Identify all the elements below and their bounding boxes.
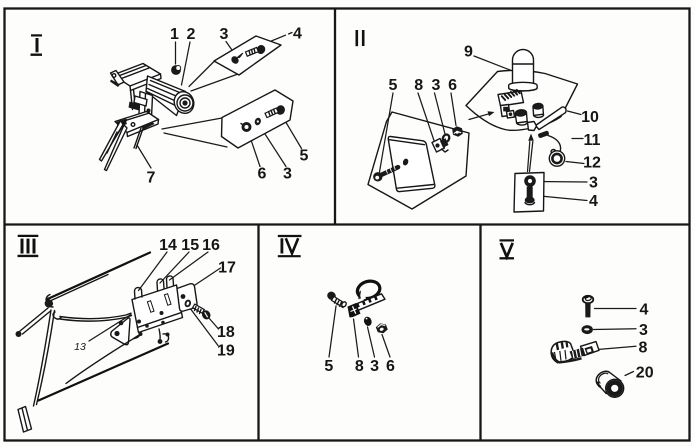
svg-text:5: 5 <box>389 77 398 94</box>
svg-text:18: 18 <box>217 324 235 341</box>
svg-text:6: 6 <box>258 166 267 183</box>
svg-text:3: 3 <box>432 77 441 94</box>
svg-text:17: 17 <box>218 260 236 277</box>
svg-text:5: 5 <box>324 358 333 375</box>
svg-text:19: 19 <box>217 343 235 360</box>
svg-text:4: 4 <box>293 26 302 43</box>
svg-text:11: 11 <box>584 132 601 149</box>
svg-text:8: 8 <box>639 340 648 357</box>
svg-text:4: 4 <box>589 193 598 210</box>
svg-text:3: 3 <box>283 166 292 183</box>
svg-text:13: 13 <box>74 341 86 353</box>
svg-text:16: 16 <box>202 237 220 254</box>
svg-text:8: 8 <box>355 358 364 375</box>
svg-text:2: 2 <box>187 26 196 43</box>
svg-text:14: 14 <box>159 237 177 254</box>
svg-text:3: 3 <box>220 26 229 43</box>
svg-text:5: 5 <box>300 148 309 165</box>
svg-text:9: 9 <box>464 44 473 61</box>
svg-text:12: 12 <box>583 155 601 172</box>
svg-text:4: 4 <box>640 302 649 319</box>
svg-text:3: 3 <box>589 175 598 192</box>
svg-text:1: 1 <box>170 26 179 43</box>
svg-text:3: 3 <box>639 322 648 339</box>
svg-text:10: 10 <box>581 109 599 126</box>
svg-text:6: 6 <box>386 358 395 375</box>
svg-text:8: 8 <box>414 77 423 94</box>
svg-text:15: 15 <box>181 237 199 254</box>
svg-text:6: 6 <box>448 77 457 94</box>
svg-text:3: 3 <box>370 358 379 375</box>
svg-text:7: 7 <box>147 170 156 187</box>
svg-text:20: 20 <box>636 365 654 382</box>
